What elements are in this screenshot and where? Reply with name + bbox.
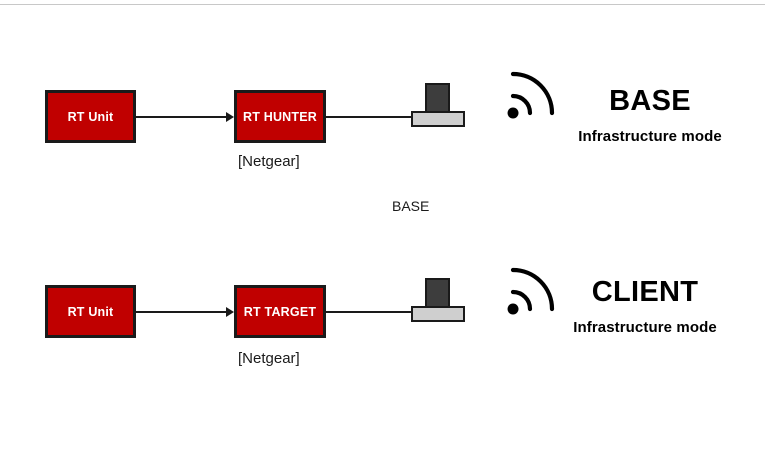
vendor-label-hunter: [Netgear] <box>238 153 300 170</box>
connector-unit-to-target <box>136 311 228 313</box>
access-point-base <box>411 111 465 127</box>
role-block-client: CLIENT Infrastructure mode <box>530 276 760 337</box>
role-subtitle: Infrastructure mode <box>573 319 717 337</box>
access-point-icon <box>411 83 465 133</box>
connector-unit-to-hunter <box>136 116 228 118</box>
node-label: RT HUNTER <box>242 109 318 124</box>
arrow-right-icon <box>226 307 234 317</box>
node-rt-hunter[interactable]: RT HUNTER <box>234 90 326 143</box>
access-point-base <box>411 306 465 322</box>
node-label: RT Unit <box>67 304 114 319</box>
node-label: RT Unit <box>67 109 114 124</box>
node-rt-target[interactable]: RT TARGET <box>234 285 326 338</box>
connector-hunter-to-ap <box>326 116 418 118</box>
connector-target-to-ap <box>326 311 418 313</box>
vendor-label-target: [Netgear] <box>238 350 300 367</box>
node-label: RT TARGET <box>243 304 317 319</box>
wifi-signal-icon <box>502 62 564 124</box>
middle-base-label: BASE <box>392 198 430 214</box>
access-point-icon <box>411 278 465 328</box>
role-block-base: BASE Infrastructure mode <box>535 85 765 146</box>
arrow-right-icon <box>226 112 234 122</box>
role-subtitle: Infrastructure mode <box>578 128 722 146</box>
access-point-body <box>425 83 450 113</box>
top-divider-rule <box>0 4 765 5</box>
node-rt-unit-base[interactable]: RT Unit <box>45 90 136 143</box>
wifi-signal-icon <box>502 258 564 320</box>
access-point-body <box>425 278 450 308</box>
node-rt-unit-client[interactable]: RT Unit <box>45 285 136 338</box>
role-title: BASE <box>609 85 691 117</box>
role-title: CLIENT <box>591 276 699 308</box>
